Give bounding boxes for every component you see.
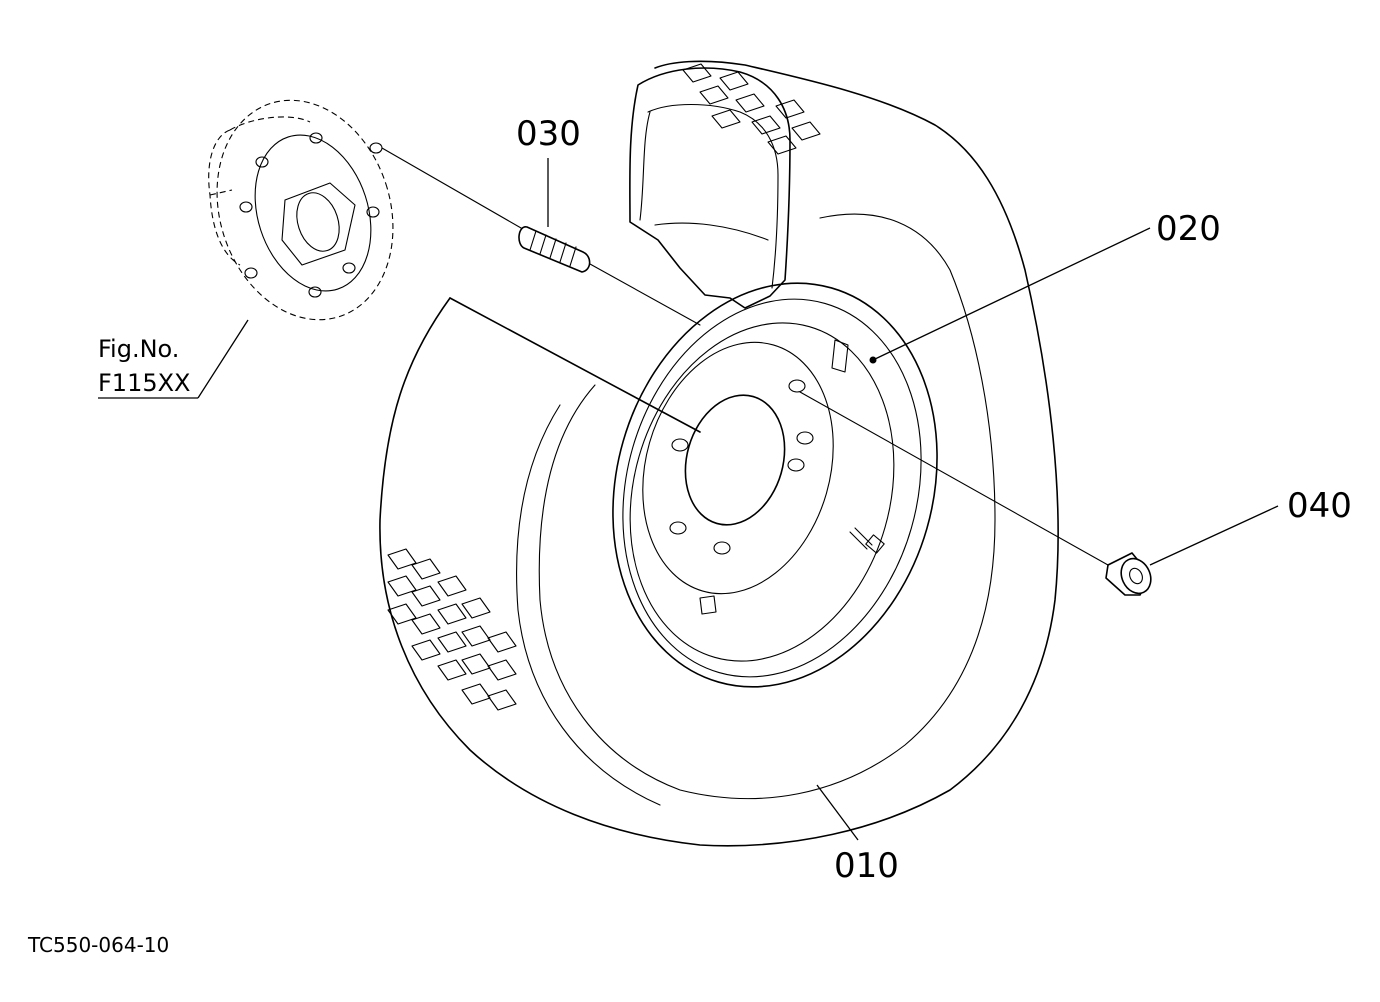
rim-drawing	[612, 282, 938, 688]
assembly-axis-line	[381, 147, 701, 326]
reference-label-line2: F115XX	[98, 369, 191, 397]
leader-040	[1149, 505, 1279, 566]
callout-040: 040	[1287, 486, 1352, 526]
leader-reference	[197, 319, 249, 399]
reference-label-line1: Fig.No.	[98, 335, 179, 363]
callout-030: 030	[516, 114, 581, 154]
tire-drawing	[379, 60, 1059, 847]
stud-drawing	[518, 226, 591, 273]
nut-axis-line	[799, 391, 1109, 566]
nut-drawing	[1105, 552, 1152, 596]
leader-020	[872, 227, 1151, 361]
drawing-code: TC550-064-10	[27, 933, 169, 957]
leader-010	[816, 784, 859, 841]
hub-drawing	[208, 99, 394, 321]
callout-010: 010	[834, 846, 899, 886]
callout-020: 020	[1156, 209, 1221, 249]
leader-020-dot	[869, 356, 877, 364]
